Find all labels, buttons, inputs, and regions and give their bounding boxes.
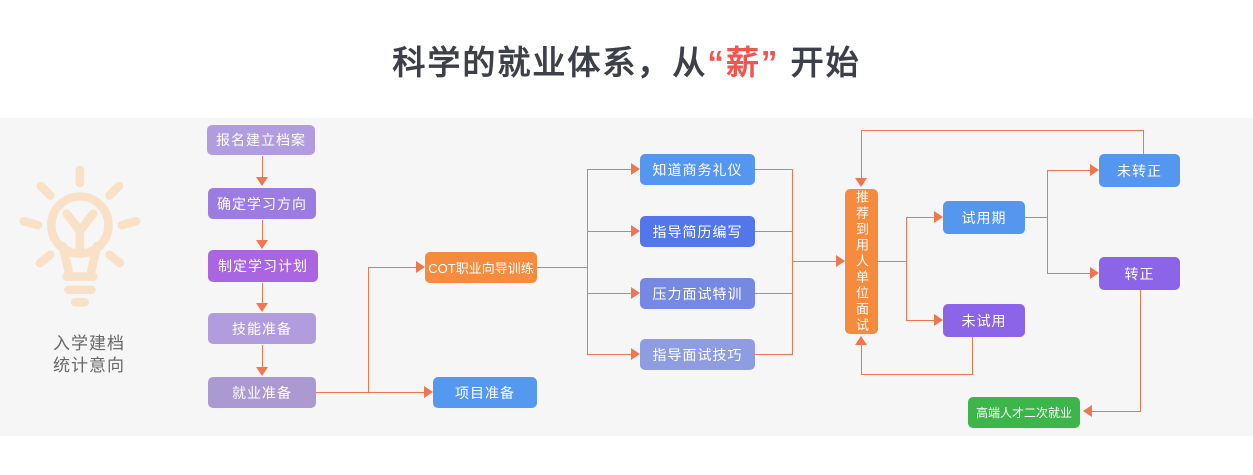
connector-line (1025, 217, 1047, 218)
connector-line (792, 169, 793, 355)
connector-line (368, 267, 369, 392)
connector-arrow-right (934, 314, 943, 326)
connector-line (587, 169, 631, 170)
connector-line (262, 220, 263, 241)
coach-interview-skills-box: 指导面试技巧 (640, 339, 755, 370)
connector-arrow-down (256, 177, 268, 186)
connector-arrow-right (1090, 164, 1099, 176)
title-highlight: “薪” (707, 44, 780, 81)
not-hired-box: 未试用 (943, 304, 1025, 337)
title-suffix: 开始 (790, 44, 861, 81)
not-regularized-box: 未转正 (1099, 154, 1180, 187)
connector-arrow-right (631, 163, 640, 175)
connector-arrow-right (1090, 267, 1099, 279)
connector-line (1047, 170, 1048, 274)
connector-line (587, 293, 631, 294)
step-skill-prep-box: 技能准备 (208, 313, 316, 344)
connector-line (1047, 273, 1090, 274)
coach-stress-interview-box: 压力面试特训 (640, 278, 755, 309)
intro-caption-line2: 统计意向 (53, 356, 125, 375)
intro-caption-line1: 入学建档 (53, 334, 125, 353)
connector-arrow-right (836, 255, 845, 267)
connector-arrow-right (631, 225, 640, 237)
connector-line (755, 293, 792, 294)
connector-line (906, 217, 907, 321)
connector-line (262, 156, 263, 177)
recommend-interview-box: 推荐到用人单位面试 (845, 189, 878, 334)
connector-arrow-left (1083, 405, 1092, 417)
intro-caption: 入学建档 统计意向 (24, 333, 154, 377)
connector-arrow-right (424, 386, 433, 398)
step-learning-direction-box: 确定学习方向 (208, 188, 316, 219)
coach-etiquette-box: 知道商务礼仪 (640, 154, 755, 185)
connector-line (972, 337, 973, 374)
step-create-file-box: 报名建立档案 (207, 125, 315, 155)
connector-line (587, 169, 588, 355)
connector-line (368, 267, 416, 268)
connector-arrow-right (631, 348, 640, 360)
page-title: 科学的就业体系，从“薪” 开始 (0, 36, 1253, 84)
connector-line (861, 345, 862, 374)
connector-arrow-right (934, 211, 943, 223)
connector-line (755, 169, 792, 170)
connector-line (861, 130, 1144, 131)
connector-arrow-right (631, 287, 640, 299)
reemployment-box: 高端人才二次就业 (968, 397, 1080, 428)
connector-line (861, 130, 862, 178)
connector-line (316, 392, 424, 393)
step-learning-plan-box: 制定学习计划 (208, 250, 318, 282)
connector-arrow-right (416, 261, 425, 273)
connector-arrow-down (256, 367, 268, 376)
connector-line (537, 267, 587, 268)
connector-line (878, 261, 906, 262)
connector-line (1143, 130, 1144, 154)
cot-training-box: COT职业向导训练 (425, 252, 537, 283)
connector-line (262, 283, 263, 304)
probation-box: 试用期 (943, 201, 1025, 234)
connector-line (262, 345, 263, 368)
connector-arrow-down (256, 240, 268, 249)
connector-line (792, 261, 836, 262)
connector-line (1140, 290, 1141, 411)
connector-arrow-down (855, 178, 867, 187)
connector-line (1091, 411, 1141, 412)
title-prefix: 科学的就业体系，从 (392, 44, 708, 81)
step-job-prep-box: 就业准备 (208, 377, 316, 408)
connector-arrow-up (855, 336, 867, 345)
coach-resume-box: 指导简历编写 (640, 216, 755, 247)
connector-arrow-down (256, 303, 268, 312)
connector-line (755, 354, 792, 355)
project-prep-box: 项目准备 (433, 377, 537, 408)
connector-line (1047, 170, 1090, 171)
connector-line (861, 374, 973, 375)
lightbulb-icon (19, 166, 141, 307)
regularized-box: 转正 (1099, 257, 1180, 290)
connector-line (906, 217, 934, 218)
connector-line (587, 354, 631, 355)
diagram-band (0, 118, 1253, 436)
connector-line (906, 320, 934, 321)
connector-line (587, 231, 631, 232)
connector-line (755, 231, 792, 232)
